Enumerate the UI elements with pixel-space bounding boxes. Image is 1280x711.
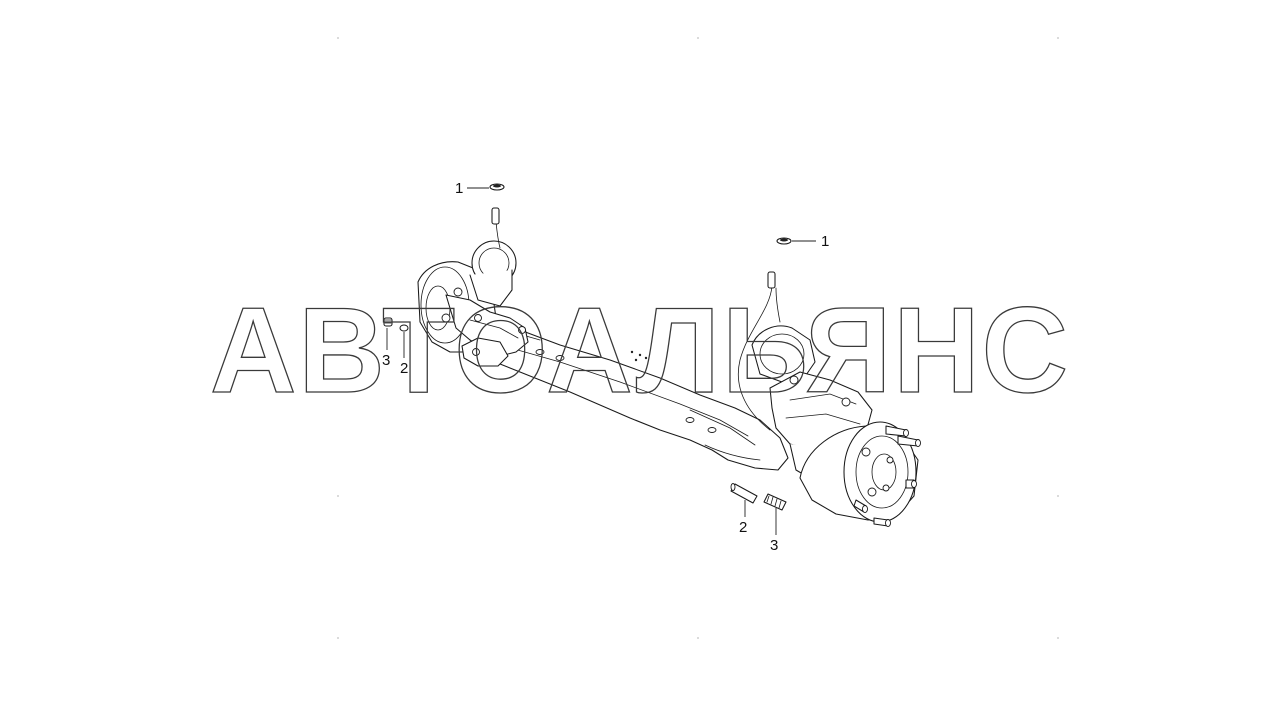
wheel-studs <box>853 425 921 527</box>
part-2-bushing-left <box>399 324 409 332</box>
callout-3-right: 3 <box>770 537 778 554</box>
callout-2-right: 2 <box>739 519 747 536</box>
part-2-bushing-right <box>730 483 758 504</box>
callout-labels: 1 1 2 3 2 3 <box>382 180 829 554</box>
left-hub-assembly <box>417 207 529 367</box>
leader-lines <box>386 187 816 535</box>
part-3-spring-left <box>383 317 393 327</box>
callout-2-left: 2 <box>400 360 408 377</box>
callout-3-left: 3 <box>382 352 390 369</box>
background-specks <box>337 37 1059 639</box>
callout-1-right: 1 <box>821 233 829 250</box>
part-1-cap-left <box>489 183 505 191</box>
part-3-spring-right <box>763 493 787 511</box>
right-hub-assembly <box>737 271 921 527</box>
callout-1-left: 1 <box>455 180 463 197</box>
part-1-cap-right <box>776 237 792 245</box>
watermark-text: АВТОАЛЬЯНС <box>210 282 1070 418</box>
